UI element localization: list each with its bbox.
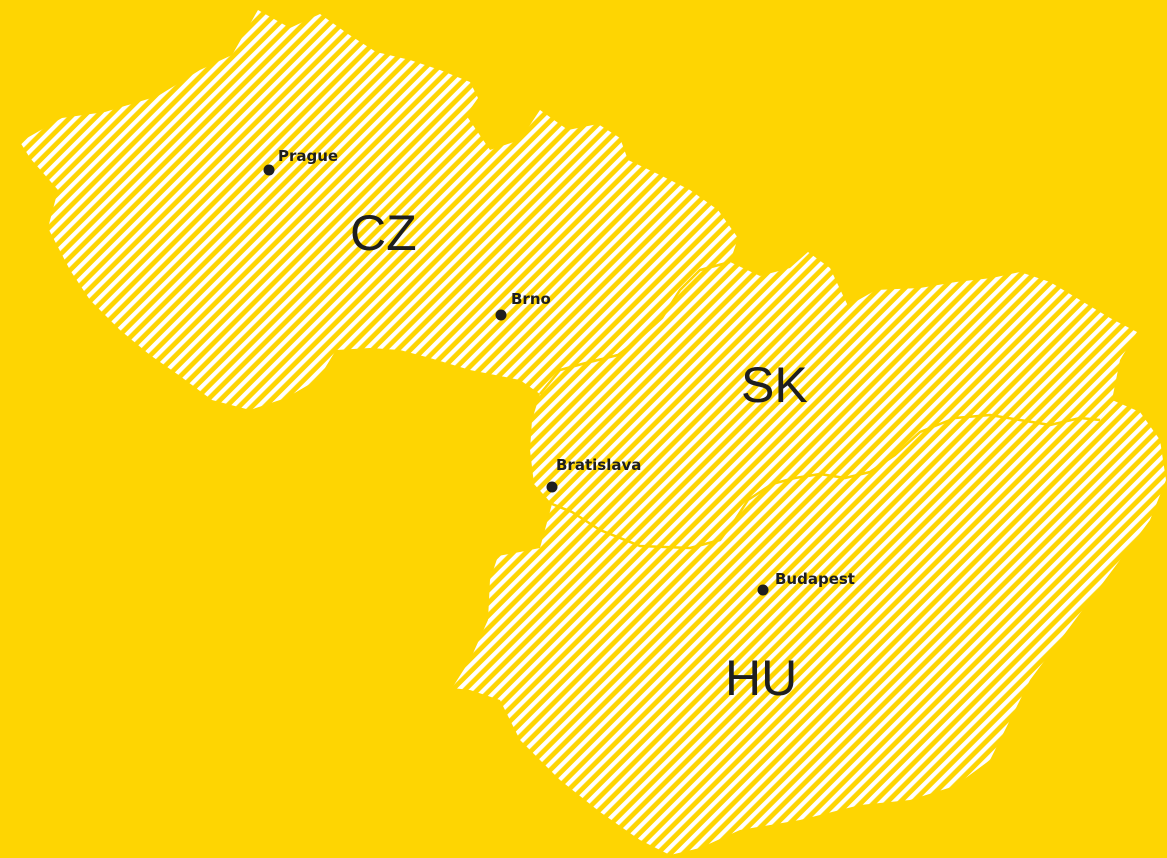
border-sk-hu [551,413,1101,550]
country-label-hu: HU [725,650,797,706]
city-budapest[interactable]: Budapest [757,570,855,596]
city-prague[interactable]: Prague [263,147,339,176]
country-shape-cz[interactable] [20,10,738,410]
country-label-sk: SK [741,357,808,413]
border-cz-sk [539,260,731,395]
country-label-cz: CZ [350,205,417,261]
city-marker-icon [546,481,558,493]
city-bratislava[interactable]: Bratislava [546,456,642,493]
city-label-brno: Brno [511,290,551,308]
country-shape-sk[interactable] [530,252,1137,548]
city-marker-icon [757,584,769,596]
country-shape-hu[interactable] [452,400,1166,855]
city-label-prague: Prague [278,147,338,165]
city-marker-icon [263,164,275,176]
city-brno[interactable]: Brno [495,290,551,321]
city-label-budapest: Budapest [775,570,855,588]
city-marker-icon [495,309,507,321]
city-label-bratislava: Bratislava [556,456,641,474]
